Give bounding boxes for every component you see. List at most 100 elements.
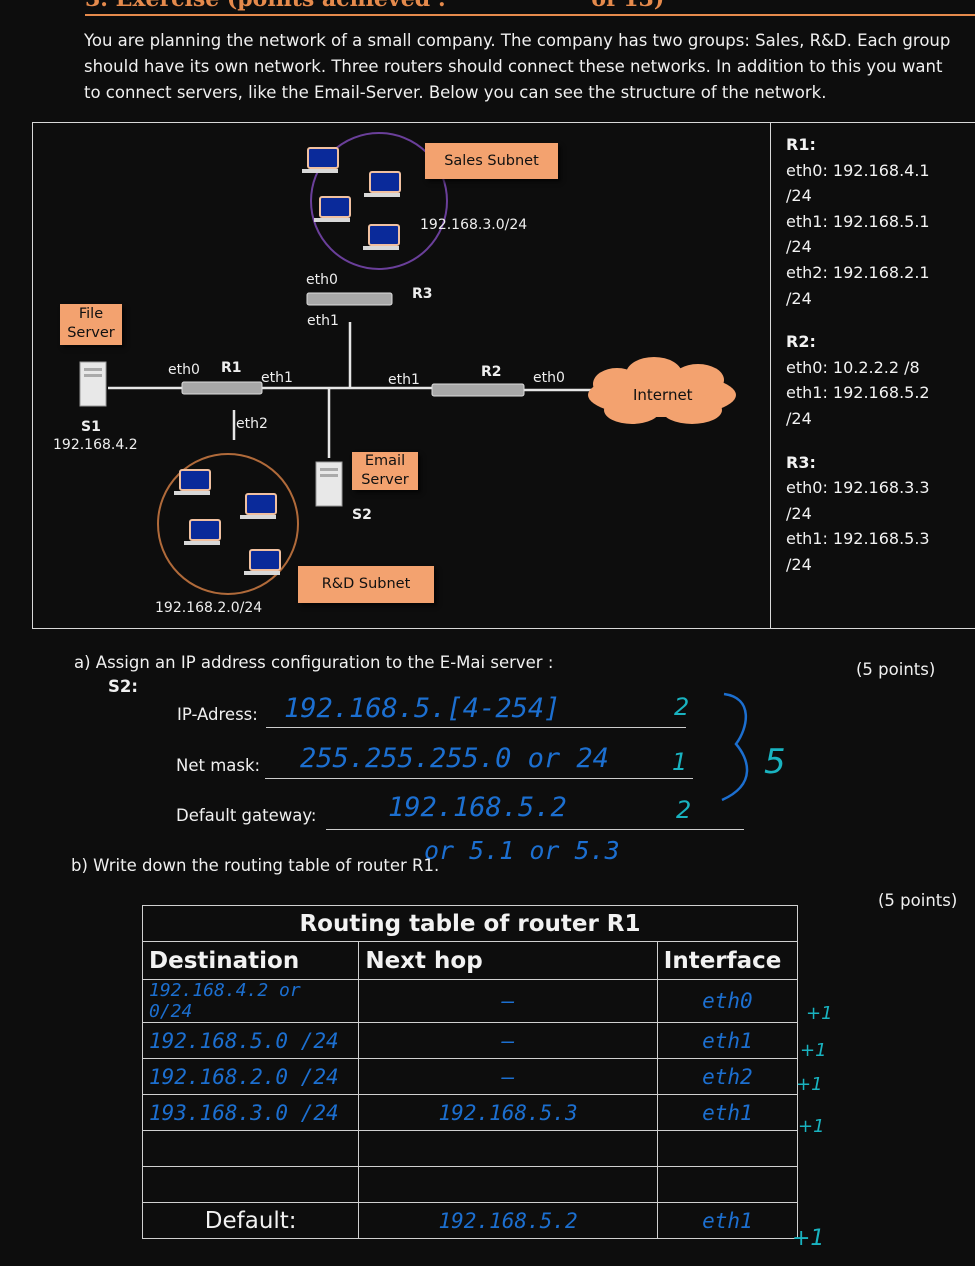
r1-config-line: eth2: 192.168.2.1 [786,262,930,282]
server-s2 [315,461,343,507]
r2-config-line: /24 [786,408,812,428]
r3-config-title: R3: [786,452,816,472]
r3-config-line: /24 [786,554,812,574]
row-score: +1 [800,1040,827,1061]
ip-answer[interactable]: 192.168.5.[4-254] [284,693,561,724]
default-label: Default: [141,1202,360,1239]
row-next-hop[interactable]: 192.168.5.3 [358,1094,658,1131]
table-row-default: Default: 192.168.5.2 eth1 [141,1202,799,1239]
s1-label: S1 [81,419,101,435]
mask-score: 1 [672,748,688,776]
row-next-hop[interactable]: — [358,1022,658,1059]
table-row: 192.168.2.0 /24 — eth2 [141,1058,799,1095]
r1-label: R1 [221,360,242,376]
ip-label: IP-Adress: [177,705,258,724]
header-interface: Interface [656,941,799,980]
default-next-hop[interactable]: 192.168.5.2 [358,1202,658,1239]
routing-table-title: Routing table of router R1 [142,905,798,942]
network-lines [79,132,736,595]
row-score: +1 [796,1074,823,1095]
row-interface[interactable]: eth2 [656,1058,799,1095]
r1-eth0-label: eth0 [168,362,200,378]
table-row-empty [141,1166,799,1203]
gateway-underline [326,829,744,830]
router-r3 [306,292,393,306]
r1-config-line: /24 [786,186,812,206]
r3-config-line: /24 [786,503,812,523]
question-b: b) Write down the routing table of route… [71,856,440,875]
row-destination[interactable]: 192.168.4.2 or 0/24 [141,979,360,1023]
table-row: 192.168.5.0 /24 — eth1 [141,1022,799,1059]
r3-config-line: eth0: 192.168.3.3 [786,478,930,498]
router-config-panel: R1: eth0: 192.168.4.1 /24 eth1: 192.168.… [786,132,971,578]
diagram-divider [770,122,771,629]
mask-underline [265,778,693,779]
gateway-answer[interactable]: 192.168.5.2 [388,792,567,823]
r1-config-line: /24 [786,237,812,257]
question-a: a) Assign an IP address configuration to… [74,653,554,672]
header-next-hop: Next hop [358,941,658,980]
row-destination[interactable]: 193.168.3.0 /24 [141,1094,360,1131]
internet-cloud [588,357,736,424]
row-next-hop[interactable]: — [358,1058,658,1095]
s1-ip-label: 192.168.4.2 [53,437,138,453]
rd-net-label: 192.168.2.0/24 [155,600,263,616]
ip-underline [266,727,686,728]
router-r1 [181,381,263,395]
r1-config-title: R1: [786,135,816,154]
r2-eth1-label: eth1 [388,372,420,388]
mask-answer[interactable]: 255.255.255.0 or 24 [300,743,609,774]
default-score: +1 [792,1226,825,1251]
r1-config-line: eth0: 192.168.4.1 [786,160,930,180]
row-next-hop[interactable]: — [358,979,658,1023]
table-row: 193.168.3.0 /24 192.168.5.3 eth1 [141,1094,799,1131]
mask-label: Net mask: [176,756,261,775]
intro-text: You are planning the network of a small … [84,31,951,102]
row-interface[interactable]: eth1 [656,1022,799,1059]
s2-label: S2 [352,507,372,523]
question-a-points: (5 points) [856,660,936,679]
header-destination: Destination [141,941,360,980]
r2-config-line: eth0: 10.2.2.2 /8 [786,357,920,377]
table-row-empty [141,1130,799,1167]
sales-subnet-tag: Sales Subnet [425,143,558,179]
r3-config-line: eth1: 192.168.5.3 [786,529,930,549]
row-destination[interactable]: 192.168.2.0 /24 [141,1058,360,1095]
total-score: 5 [764,742,786,782]
exercise-heading: 3. Exercise (points achieved : of 13) [85,0,975,16]
router-r2 [431,383,525,397]
r1-eth2-label: eth2 [236,416,268,432]
row-destination[interactable]: 192.168.5.0 /24 [141,1022,360,1059]
ip-score: 2 [674,693,690,721]
gateway-label: Default gateway: [176,806,317,825]
r2-config-line: eth1: 192.168.5.2 [786,383,930,403]
sales-subnet-circle [310,132,448,270]
r1-config-line: /24 [786,288,812,308]
row-score: +1 [798,1116,825,1137]
r2-eth0-label: eth0 [533,370,565,386]
r1-config-line: eth1: 192.168.5.1 [786,211,930,231]
score-brace [721,692,749,802]
r2-config-title: R2: [786,332,816,352]
gateway-alternatives: or 5.1 or 5.3 [424,836,620,865]
question-b-points: (5 points) [878,891,958,910]
routing-table: Routing table of router R1 Destination N… [141,905,799,1239]
r3-eth1-label: eth1 [307,313,339,329]
row-interface[interactable]: eth0 [656,979,799,1023]
row-score: +1 [806,1003,833,1024]
gateway-score: 2 [676,796,692,824]
server-s1 [79,361,107,407]
sales-net-label: 192.168.3.0/24 [420,217,528,233]
r3-label: R3 [412,286,433,302]
table-row: 192.168.4.2 or 0/24 — eth0 [141,979,799,1023]
email-server-tag: Email Server [352,452,418,490]
question-a-server: S2: [108,677,138,696]
r2-label: R2 [481,364,502,380]
network-diagram [32,122,975,629]
internet-label: Internet [633,386,693,404]
default-interface[interactable]: eth1 [656,1202,799,1239]
r1-eth1-label: eth1 [261,370,293,386]
file-server-tag: File Server [60,304,122,345]
row-interface[interactable]: eth1 [656,1094,799,1131]
rd-subnet-circle [157,453,299,595]
